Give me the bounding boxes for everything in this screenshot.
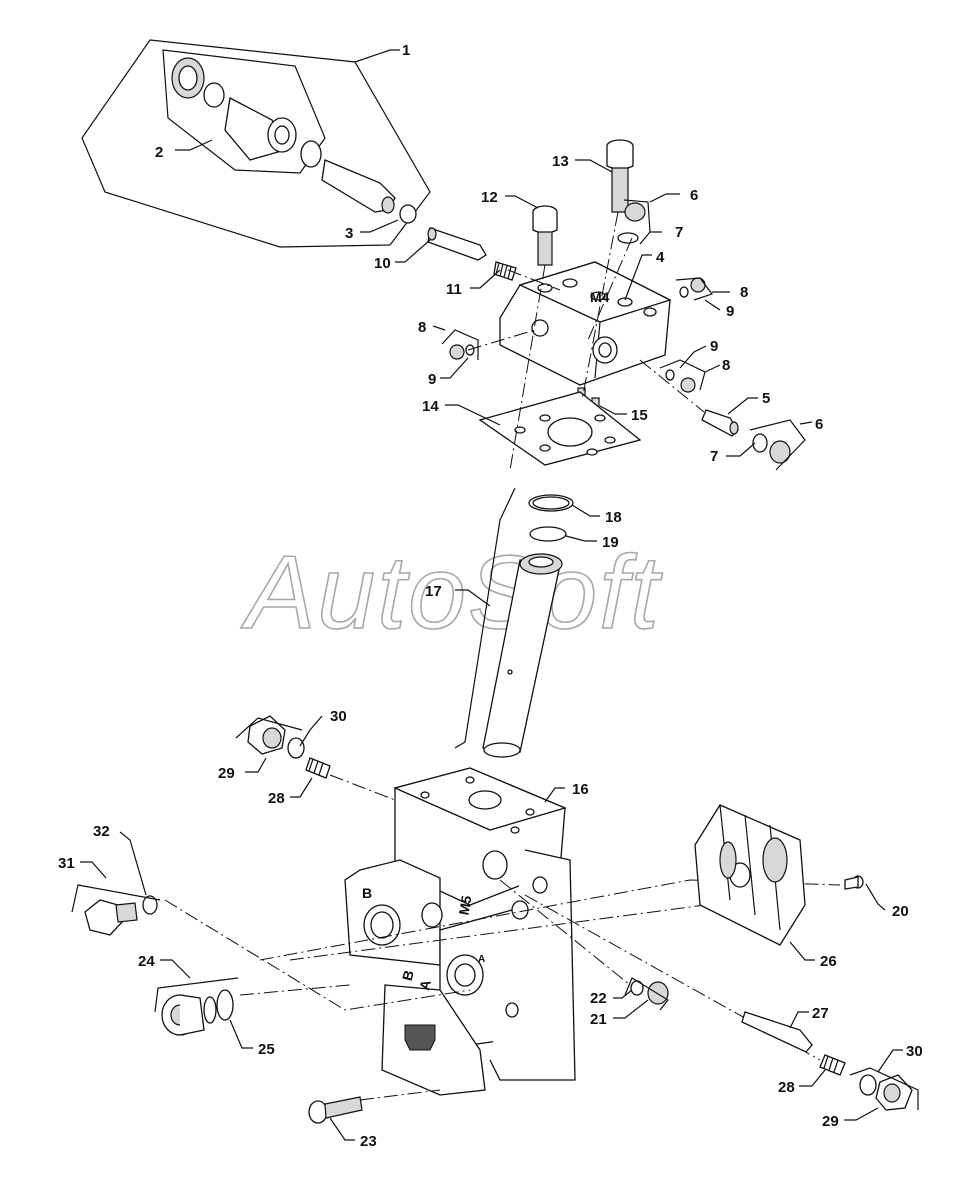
callout-13: 13 — [552, 153, 569, 170]
bolt-13 — [606, 139, 634, 213]
tube-17 — [454, 487, 563, 758]
valve-5 — [701, 409, 739, 437]
callout-25: 25 — [258, 1041, 275, 1058]
callout-8-right: 8 — [740, 284, 748, 301]
callout-30-upper: 30 — [330, 708, 347, 725]
block-marking-a-side: A — [416, 978, 434, 992]
cover-26 — [694, 804, 806, 946]
plug-8-lower — [659, 359, 706, 393]
main-block-16: M5 B A B A — [344, 767, 576, 1096]
block-marking-m4: M4 — [590, 289, 610, 305]
block-marking-b-top: B — [362, 885, 372, 901]
callout-12: 12 — [481, 189, 498, 206]
callout-26: 26 — [820, 953, 837, 970]
plug-8-right — [675, 277, 713, 301]
kit-outline-1 — [81, 39, 431, 248]
plug-8-left — [441, 329, 479, 360]
callout-6-lower: 6 — [815, 416, 823, 433]
block-marking-a-small: A — [478, 954, 485, 965]
gasket-14 — [478, 391, 642, 466]
plug-29-lower — [849, 1067, 919, 1111]
bolt-12 — [532, 205, 558, 266]
spool-10 — [427, 227, 487, 261]
callout-15: 15 — [631, 407, 648, 424]
callout-29-lower: 29 — [822, 1113, 839, 1130]
plug-6-lower — [749, 419, 806, 471]
callout-21: 21 — [590, 1011, 607, 1028]
plug-31 — [71, 884, 161, 936]
callout-11: 11 — [446, 281, 462, 298]
callout-7-lower: 7 — [710, 448, 718, 465]
callout-9-right: 9 — [726, 303, 734, 320]
plug-29-upper — [235, 715, 305, 759]
bolt-23 — [308, 1096, 363, 1124]
coil-assembly — [171, 57, 417, 224]
watermark: AutoSoft — [240, 535, 663, 651]
block-marking-m5: M5 — [455, 894, 474, 916]
spring-28-upper — [305, 757, 331, 779]
callout-8-lower: 8 — [722, 357, 730, 374]
callout-30-lower: 30 — [906, 1043, 923, 1060]
callout-4: 4 — [656, 249, 665, 266]
head-block-4: M4 — [499, 261, 672, 386]
callout-6-upper: 6 — [690, 187, 698, 204]
callout-8-left: 8 — [418, 319, 426, 336]
assembly-lines-upper — [467, 211, 705, 471]
callout-2: 2 — [155, 144, 163, 161]
callout-32: 32 — [93, 823, 110, 840]
callout-9-lower: 9 — [710, 338, 718, 355]
callout-22: 22 — [590, 990, 607, 1007]
callout-14: 14 — [422, 398, 439, 415]
block-marking-b-side: B — [399, 968, 417, 982]
callout-10: 10 — [374, 255, 391, 272]
callout-18: 18 — [605, 509, 622, 526]
spool-27 — [741, 1011, 813, 1053]
callout-numbers: 1 2 3 4 5 6 6 7 7 8 8 8 9 9 9 10 11 12 1… — [58, 42, 923, 1150]
plug-24 — [154, 977, 239, 1036]
spring-28-lower — [819, 1054, 846, 1076]
callout-3: 3 — [345, 225, 353, 242]
callout-24: 24 — [138, 953, 155, 970]
callout-1: 1 — [402, 42, 410, 59]
callout-16: 16 — [572, 781, 589, 798]
oring-19 — [529, 526, 567, 542]
callout-5: 5 — [762, 390, 770, 407]
callout-9-left: 9 — [428, 371, 436, 388]
callout-17: 17 — [425, 583, 442, 600]
callout-27: 27 — [812, 1005, 829, 1022]
plug-6-top — [617, 199, 651, 245]
callout-20: 20 — [892, 903, 909, 920]
plug-21 — [624, 977, 669, 1011]
callout-28-upper: 28 — [268, 790, 285, 807]
callout-31: 31 — [58, 855, 75, 872]
callout-leaders — [80, 49, 903, 1141]
seal-18 — [528, 494, 574, 512]
callout-23: 23 — [360, 1133, 377, 1150]
callout-7-upper: 7 — [675, 224, 683, 241]
spring-11 — [493, 261, 517, 281]
callout-28-lower: 28 — [778, 1079, 795, 1096]
screw-20 — [844, 875, 864, 890]
callout-29-upper: 29 — [218, 765, 235, 782]
callout-19: 19 — [602, 534, 619, 551]
